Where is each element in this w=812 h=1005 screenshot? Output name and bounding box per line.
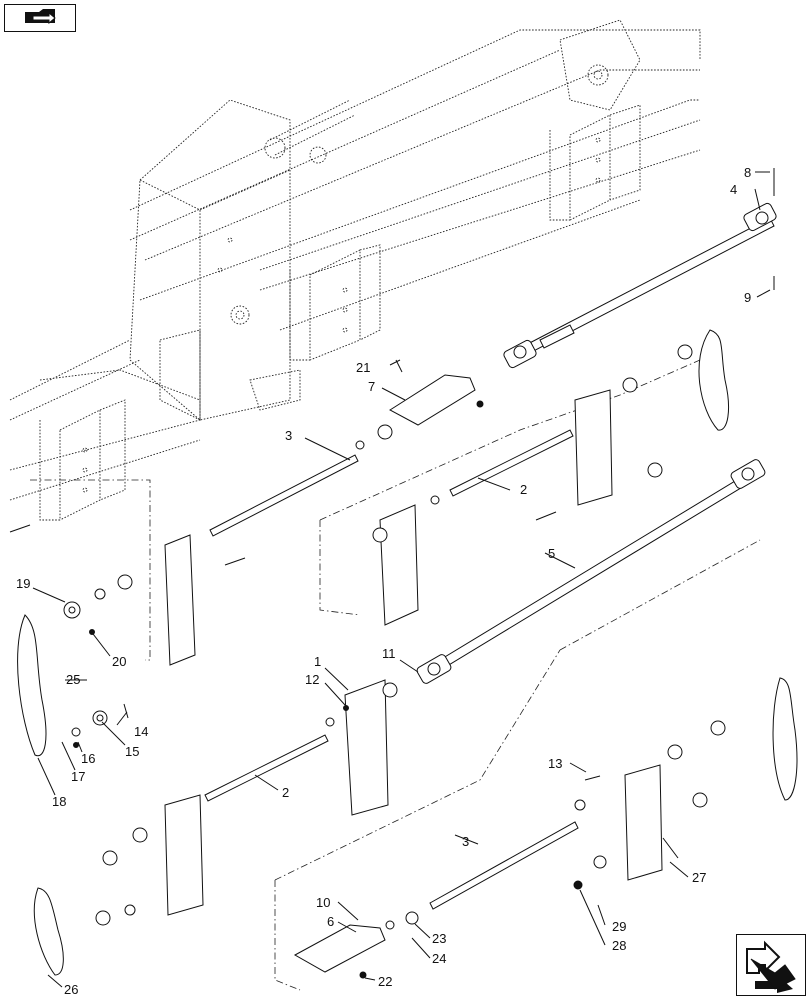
folder-arrow-icon [25, 9, 56, 25]
callout-5: 5 [548, 546, 555, 561]
callout-6: 6 [327, 914, 334, 929]
callout-24: 24 [432, 951, 446, 966]
callout-15: 15 [125, 744, 139, 759]
belts [17, 329, 798, 976]
callout-8: 8 [744, 165, 751, 180]
callout-17: 17 [71, 769, 85, 784]
callout-10: 10 [316, 895, 330, 910]
callout-11: 11 [382, 646, 396, 661]
rods [204, 429, 579, 910]
callout-25: 25 [66, 672, 80, 687]
callout-28: 28 [612, 938, 626, 953]
previous-section-button[interactable] [4, 4, 76, 32]
callout-7: 7 [368, 379, 375, 394]
callout-29: 29 [612, 919, 626, 934]
brackets [164, 374, 663, 973]
callout-23: 23 [432, 931, 446, 946]
next-page-button[interactable] [736, 934, 806, 996]
callout-3-upper: 3 [285, 428, 292, 443]
callouts: 1 2 2 3 3 4 5 6 7 8 9 10 11 12 13 14 15 … [16, 165, 751, 997]
callout-18: 18 [52, 794, 66, 809]
assembly-boundaries [30, 359, 761, 991]
drive-shaft-upper [503, 202, 777, 369]
callout-1: 1 [314, 654, 321, 669]
small-hardware [9, 168, 775, 979]
callout-2-upper: 2 [520, 482, 527, 497]
callout-19: 19 [16, 576, 30, 591]
drive-shaft-lower [416, 459, 766, 684]
callout-26: 26 [64, 982, 78, 997]
callout-22: 22 [378, 974, 392, 989]
callout-21: 21 [356, 360, 370, 375]
callout-4: 4 [730, 182, 737, 197]
next-page-arrow-icon [746, 940, 796, 993]
leader-lines [32, 171, 771, 988]
callout-2-lower: 2 [282, 785, 289, 800]
callout-16: 16 [81, 751, 95, 766]
callout-27: 27 [692, 870, 706, 885]
callout-9: 9 [744, 290, 751, 305]
callout-14: 14 [134, 724, 148, 739]
callout-12: 12 [305, 672, 319, 687]
phantom-frame [9, 19, 701, 521]
callout-20: 20 [112, 654, 126, 669]
callout-13: 13 [548, 756, 562, 771]
callout-3-lower: 3 [462, 834, 469, 849]
